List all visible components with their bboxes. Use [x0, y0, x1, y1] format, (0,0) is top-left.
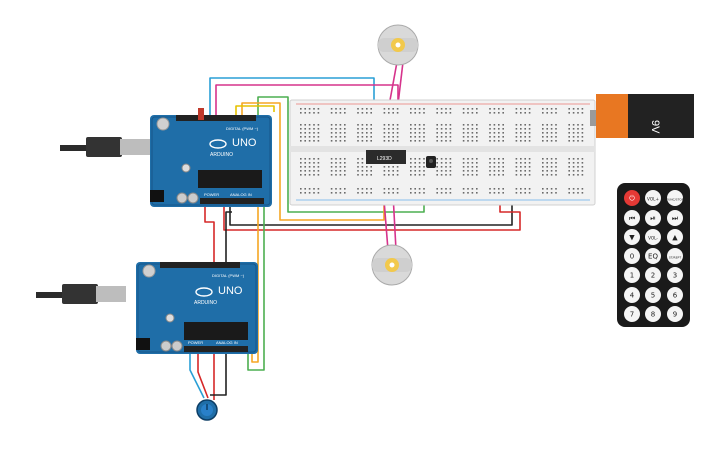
header-analog-top: [200, 198, 264, 204]
remote-button-label: 1: [630, 272, 634, 280]
power-jack-top: [150, 190, 164, 202]
remote-button-n6[interactable]: 6: [667, 287, 683, 303]
remote-button-label: 4: [630, 292, 635, 300]
remote-button-n3[interactable]: 3: [667, 267, 683, 283]
remote-button-label: 8: [651, 311, 655, 319]
usb-cable-top: [60, 137, 150, 157]
remote-button-label: EQ: [648, 253, 658, 261]
remote-button-n8[interactable]: 8: [645, 306, 661, 322]
arduino-bottom-digital-label: DIGITAL (PWM ~): [212, 273, 245, 278]
arduino-bottom-analog-label: ANALOG IN: [216, 340, 238, 345]
ir-remote[interactable]: ⏻ VOL+ FUNC/STOP ⏮ ⏯ ⏭ ▼ VOL- ▲ 0 EQ ST/REPT 1 2 3 4 5 6 7…: [617, 183, 690, 327]
wire-green-top: [257, 96, 425, 213]
header-digital-top: [176, 115, 256, 121]
remote-button-label: ⏻: [629, 195, 635, 203]
remote-button-label: FUNC/STOP: [666, 198, 683, 202]
remote-button-n0[interactable]: 0: [624, 248, 640, 264]
remote-button-label: 9: [673, 311, 677, 319]
header-analog-bottom: [184, 346, 248, 352]
remote-button-n5[interactable]: 5: [645, 287, 661, 303]
remote-button-eq[interactable]: EQ: [645, 248, 661, 264]
led-top: [198, 108, 204, 120]
reset-button-top: [156, 117, 170, 131]
wire-black-long: [229, 205, 513, 226]
remote-button-label: ▼: [629, 234, 635, 242]
remote-button-label: 2: [651, 272, 655, 280]
remote-button-label: 7: [630, 311, 634, 319]
remote-button-label: VOL-: [648, 236, 658, 241]
arduino-top-uno-label: UNO: [232, 137, 257, 149]
remote-button-down[interactable]: ▼: [624, 229, 640, 245]
remote-button-label: ST/REPT: [669, 256, 682, 260]
wire-red-long: [223, 200, 521, 231]
remote-button-label: 6: [673, 292, 678, 300]
dc-motor-top[interactable]: [377, 24, 419, 66]
remote-button-label: VOL+: [647, 197, 659, 202]
reset-button-bottom: [142, 264, 156, 278]
remote-button-next[interactable]: ⏭: [667, 210, 683, 226]
motor-driver-label: L293D: [377, 156, 392, 162]
remote-button-prev[interactable]: ⏮: [624, 210, 640, 226]
wire-yellow: [235, 105, 275, 117]
battery-label: 9V: [649, 120, 661, 134]
remote-button-func[interactable]: FUNC/STOP: [666, 190, 684, 206]
motor-driver-chip[interactable]: L293D: [366, 150, 406, 164]
arduino-logo-icon: [195, 287, 213, 297]
wire-green-down: [247, 205, 265, 371]
remote-button-label: ⏯: [650, 215, 656, 223]
remote-button-label: ⏮: [629, 215, 635, 223]
remote-button-n2[interactable]: 2: [645, 267, 661, 283]
remote-button-volup[interactable]: VOL+: [645, 190, 661, 206]
arduino-bottom-brand-label: ARDUINO: [194, 300, 217, 306]
remote-button-n7[interactable]: 7: [624, 306, 640, 322]
remote-button-label: 0: [630, 253, 634, 261]
arduino-top-analog-label: ANALOG IN: [230, 192, 252, 197]
chip-atmega-top: [198, 170, 262, 188]
battery-9v[interactable]: 9V: [590, 94, 694, 138]
usb-cable-bottom: [36, 284, 126, 304]
arduino-logo-icon: [209, 139, 227, 149]
remote-button-label: ⏭: [672, 215, 679, 223]
remote-button-power[interactable]: ⏻: [624, 190, 640, 206]
arduino-uno-top[interactable]: UNO ARDUINO DIGITAL (PWM ~) ANALOG IN PO…: [150, 108, 272, 207]
arduino-bottom-uno-label: UNO: [218, 285, 243, 297]
arduino-top-brand-label: ARDUINO: [210, 152, 233, 158]
remote-button-voldn[interactable]: VOL-: [645, 229, 661, 245]
remote-button-label: ▲: [672, 234, 678, 242]
breadboard[interactable]: [289, 99, 596, 206]
chip-atmega-bottom: [184, 322, 248, 340]
remote-button-label: 3: [673, 272, 677, 280]
arduino-top-digital-label: DIGITAL (PWM ~): [226, 126, 259, 131]
remote-button-up[interactable]: ▲: [667, 229, 683, 245]
remote-button-label: 5: [651, 292, 655, 300]
power-jack-bottom: [136, 338, 150, 350]
remote-button-n9[interactable]: 9: [667, 306, 683, 322]
remote-button-play[interactable]: ⏯: [645, 210, 661, 226]
header-digital-bottom: [160, 262, 240, 268]
potentiometer[interactable]: [196, 399, 218, 421]
arduino-bottom-power-label: POWER: [188, 340, 203, 345]
remote-button-repeat[interactable]: ST/REPT: [667, 248, 683, 264]
ir-receiver[interactable]: [426, 156, 436, 168]
arduino-uno-bottom[interactable]: UNO ARDUINO DIGITAL (PWM ~) ANALOG IN PO…: [136, 262, 258, 354]
dc-motor-bottom[interactable]: [371, 244, 413, 286]
remote-button-n1[interactable]: 1: [624, 267, 640, 283]
arduino-top-power-label: POWER: [204, 192, 219, 197]
remote-button-n4[interactable]: 4: [624, 287, 640, 303]
